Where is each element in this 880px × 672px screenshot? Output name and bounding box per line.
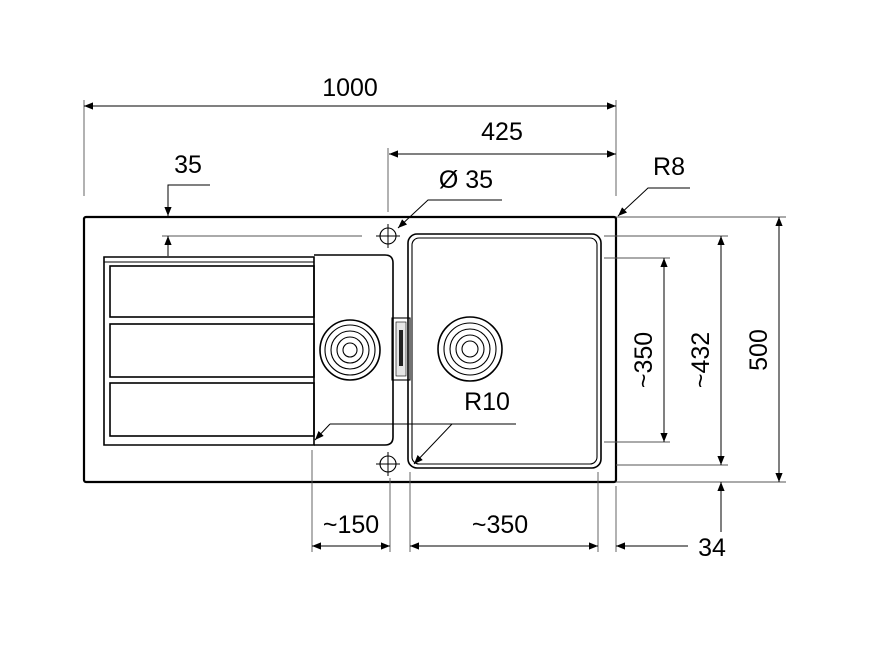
dim-label-432: ~432 [687, 332, 715, 388]
dim-bowl-length: ~350 [630, 258, 668, 442]
dim-label-150: ~150 [323, 511, 379, 539]
main-bowl-drain [437, 316, 503, 382]
dim-bowl-depth: ~432 [687, 236, 725, 465]
sink-outline [82, 215, 618, 484]
dim-inner-radius: R10 [314, 388, 516, 465]
dim-label-425: 425 [481, 118, 523, 146]
small-bowl-drain [319, 319, 381, 381]
tap-hole-bottom-icon [376, 452, 400, 476]
dim-bowl-offset: 425 [389, 118, 616, 158]
dim-label-r8: R8 [653, 153, 685, 181]
dim-label-350-vertical: ~350 [630, 332, 658, 388]
extension-lines [83, 100, 786, 552]
dim-outer-radius: R8 [617, 153, 690, 217]
dim-small-bowl-width: ~150 [312, 511, 390, 550]
dim-main-bowl-width: ~350 [410, 511, 598, 550]
dim-label-1000: 1000 [322, 74, 378, 102]
dim-overall-depth: 500 [745, 217, 783, 482]
drainer-board [103, 256, 315, 446]
dim-label-35: 35 [174, 151, 202, 179]
overflow-strip [391, 317, 411, 381]
main-bowl [407, 233, 602, 469]
dim-edge-offset: 34 [616, 482, 726, 562]
dim-drainer-inset: 35 [164, 151, 210, 256]
dim-tap-hole: Ø 35 [397, 166, 502, 229]
tap-hole-top-icon [376, 224, 400, 248]
dim-label-r10: R10 [464, 388, 510, 416]
dim-label-34: 34 [698, 534, 726, 562]
small-bowl [314, 254, 394, 446]
dim-overall-width: 1000 [84, 74, 616, 110]
dim-label-350-horizontal: ~350 [472, 511, 528, 539]
dim-label-tap-hole: Ø 35 [439, 166, 493, 194]
dim-label-500: 500 [745, 329, 773, 371]
